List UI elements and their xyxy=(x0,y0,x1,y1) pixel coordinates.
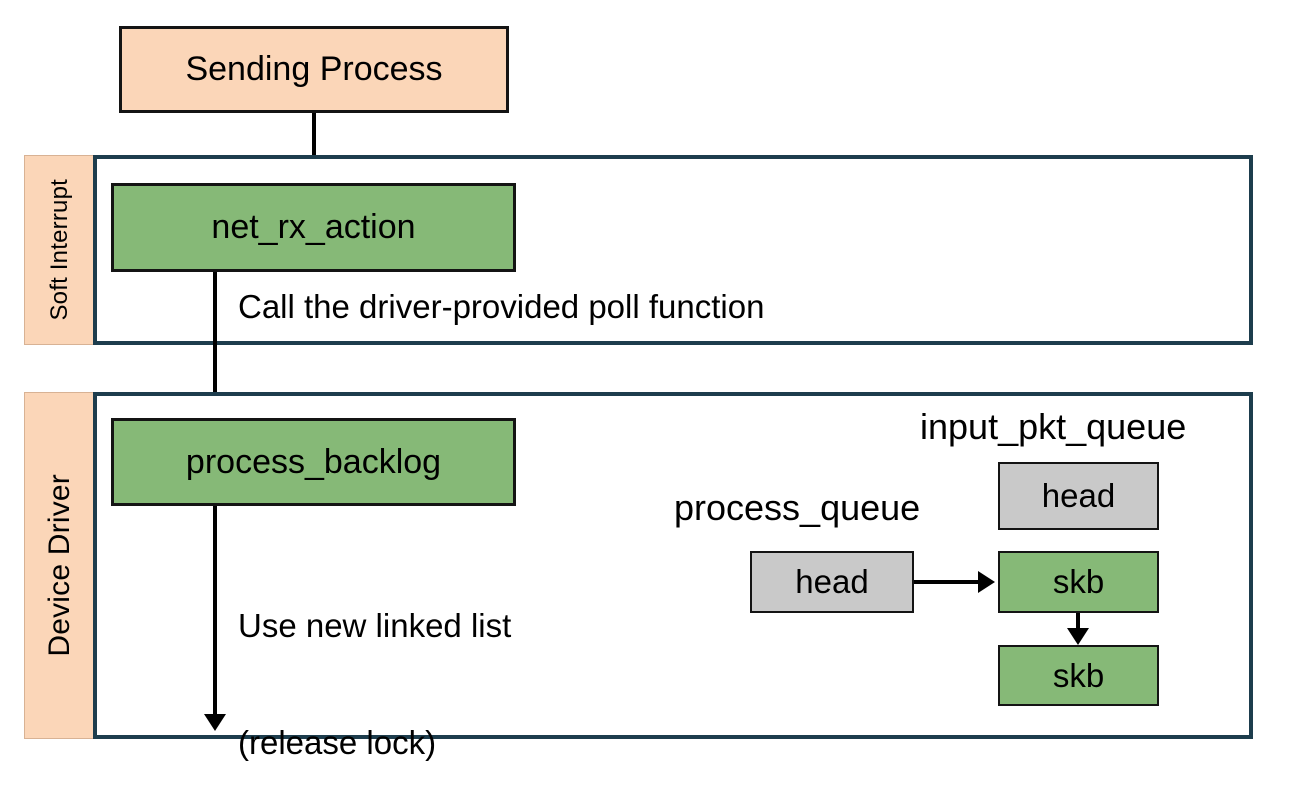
arrow-backlog-down-head xyxy=(204,714,226,731)
node-process-backlog[interactable]: process_backlog xyxy=(111,418,516,506)
annotation-backlog-notes: Use new linked list (release lock) Send … xyxy=(238,529,565,800)
lane-tab-soft-interrupt: Soft Interrupt xyxy=(24,155,95,345)
node-process-queue-head-label: head xyxy=(795,563,869,600)
arrow-skb1-to-skb2-head xyxy=(1067,628,1089,645)
node-net-rx-action-label: net_rx_action xyxy=(211,208,416,246)
annotation-call-poll-function: Call the driver-provided poll function xyxy=(238,288,765,325)
label-input-pkt-queue: input_pkt_queue xyxy=(920,406,1187,447)
node-process-queue-head[interactable]: head xyxy=(750,551,914,613)
node-input-pkt-queue-head-label: head xyxy=(1041,477,1116,514)
annotation-backlog-line-1: Use new linked list xyxy=(238,606,512,644)
arrow-sending-to-netrx-line xyxy=(312,113,316,171)
lane-tab-soft-interrupt-label: Soft Interrupt xyxy=(45,179,73,321)
node-skb-1-label: skb xyxy=(1052,563,1105,600)
annotation-backlog-line-2: (release lock) xyxy=(238,723,437,761)
node-input-pkt-queue-head[interactable]: head xyxy=(998,462,1159,530)
arrow-head-to-skb1-head xyxy=(978,571,995,593)
label-process-queue: process_queue xyxy=(674,487,921,528)
arrow-head-to-skb1-line xyxy=(914,580,980,584)
node-skb-1[interactable]: skb xyxy=(998,551,1159,613)
arrow-skb1-to-skb2-line xyxy=(1076,613,1080,635)
node-sending-process-label: Sending Process xyxy=(185,50,443,88)
arrow-backlog-down-line xyxy=(213,506,217,719)
arrow-netrx-to-backlog-line xyxy=(213,272,217,404)
lane-tab-device-driver: Device Driver xyxy=(24,392,95,739)
node-net-rx-action[interactable]: net_rx_action xyxy=(111,183,516,272)
node-skb-2-label: skb xyxy=(1052,656,1105,694)
lane-tab-device-driver-label: Device Driver xyxy=(42,474,76,657)
node-sending-process[interactable]: Sending Process xyxy=(119,26,509,113)
node-process-backlog-label: process_backlog xyxy=(185,442,442,481)
node-skb-2[interactable]: skb xyxy=(998,645,1159,706)
